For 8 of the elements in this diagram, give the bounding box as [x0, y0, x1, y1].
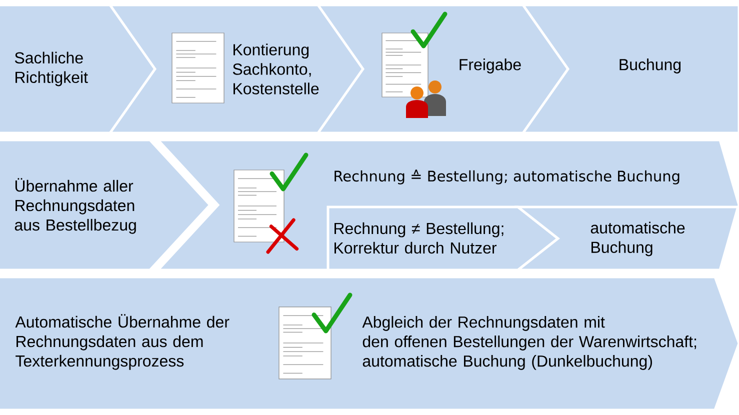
node-label: Rechnung ≠ Bestellung; Korrektur durch Nutzer	[334, 222, 504, 254]
chevron-box: Buchung	[520, 4, 739, 134]
node-label: Buchung	[620, 58, 681, 74]
chevron-box: Automatische Übernahme der Rechnungsdaten aus dem Texterkennungsprozess Abgleich der Rechnungsdaten mit den offenen Bestellungen der Warenwirtschaft; automatische Buchung (Dunkelbuchung)	[0, 276, 739, 412]
node-label: Rechnung ≙ Bestellung; automatische Buchung	[334, 170, 680, 184]
chevron-box: automatische Buchung	[514, 206, 739, 270]
chevron-box: Rechnung ≠ Bestellung; Korrektur durch Nutzer	[326, 206, 560, 270]
node-label: automatische Buchung	[590, 222, 685, 256]
